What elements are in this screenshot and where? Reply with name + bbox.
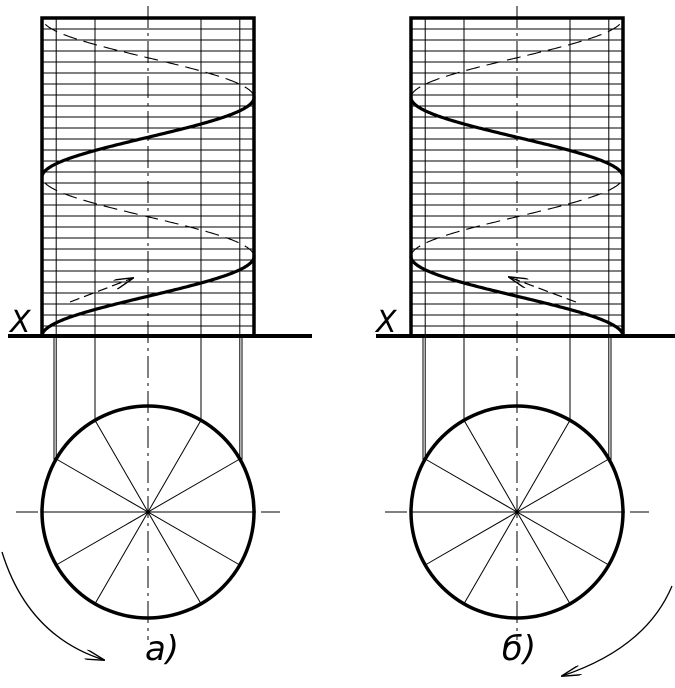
- helix-visible-segment: [409, 254, 625, 337]
- projection-lines-a: [53, 336, 243, 466]
- cylinder-hatching-b: [411, 28, 623, 327]
- radial-division-line: [463, 419, 571, 605]
- helix-hidden-segment: [410, 176, 624, 256]
- helix-visible-segments-b: [409, 95, 625, 337]
- cylinder-hatching-a: [42, 28, 254, 327]
- helix-hidden-segments-a: [41, 18, 255, 336]
- helix-visible-segment: [40, 95, 256, 178]
- cylinder-top-view-b: [409, 404, 625, 620]
- generator-lines-b: [424, 18, 610, 336]
- figure-caption-b: б): [502, 629, 536, 669]
- axis-label-x-a: X: [8, 305, 32, 340]
- helix-visible-segment: [40, 254, 256, 337]
- axis-label-x-b: X: [374, 305, 398, 340]
- helix-visible-segments-a: [40, 95, 256, 337]
- generator-lines-a: [55, 18, 241, 336]
- thread-direction-arrow-a: [69, 278, 133, 303]
- rotation-arrow-a: [1, 551, 104, 660]
- helix-visible-segment: [409, 95, 625, 178]
- helix-hidden-segments-b: [410, 18, 624, 336]
- helix-hidden-segment: [410, 18, 624, 97]
- helix-hidden-segment: [41, 176, 255, 256]
- cylinder-top-view-a: [40, 404, 256, 620]
- thread-direction-arrow-b: [509, 277, 577, 303]
- figure-a-right-helix: X а): [1, 6, 312, 669]
- radial-division-line: [94, 419, 202, 605]
- figure-b-left-helix: X б): [374, 6, 675, 676]
- top-view-circle: [40, 404, 256, 620]
- direction-arrow-line: [69, 278, 133, 303]
- rotation-arrow-b: [562, 585, 673, 676]
- helix-hidden-segment: [41, 18, 255, 97]
- direction-arrow-line: [509, 277, 577, 303]
- figure-caption-a: а): [145, 629, 179, 669]
- top-view-circle: [409, 404, 625, 620]
- projection-lines-b: [422, 336, 612, 466]
